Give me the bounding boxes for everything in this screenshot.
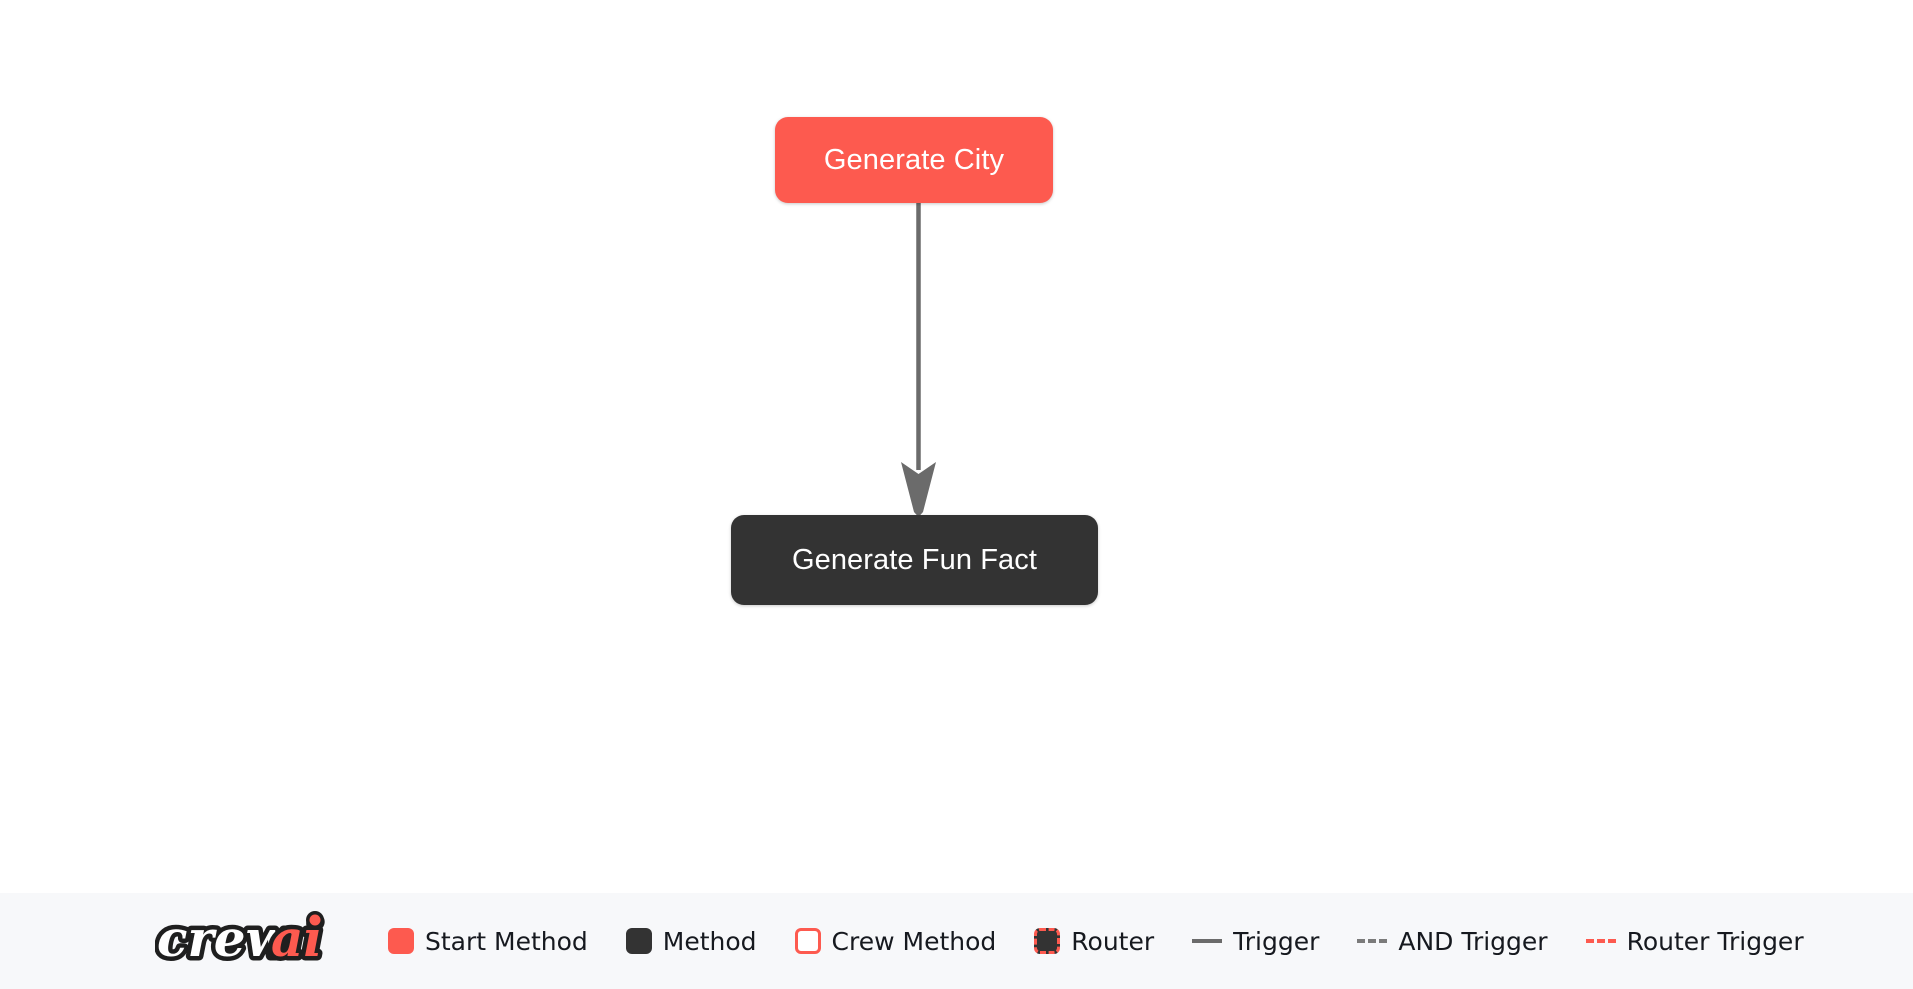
trigger-line-icon bbox=[1192, 939, 1223, 943]
flow-node-generate-city[interactable]: Generate City bbox=[775, 117, 1053, 203]
legend-item-router[interactable]: Router bbox=[1034, 928, 1154, 954]
method-swatch-icon bbox=[625, 928, 652, 954]
logo-dot bbox=[309, 914, 321, 926]
crewai-logo: crew crew ai ai bbox=[155, 910, 350, 972]
legend-bar: crew crew ai ai Start Method Method bbox=[0, 893, 1913, 989]
crewai-wordmark-icon: crew crew ai ai bbox=[155, 910, 327, 972]
legend-item-and-trigger[interactable]: AND Trigger bbox=[1357, 926, 1548, 956]
start-method-swatch-icon bbox=[388, 928, 414, 954]
flow-node-generate-fun-fact[interactable]: Generate Fun Fact bbox=[731, 515, 1098, 605]
flow-canvas[interactable]: Generate City Generate Fun Fact bbox=[0, 0, 1913, 893]
flow-node-label: Generate Fun Fact bbox=[791, 543, 1038, 576]
legend-item-method[interactable]: Method bbox=[625, 926, 757, 956]
legend-item-start-method[interactable]: Start Method bbox=[388, 928, 588, 954]
edge-city-to-fun-fact bbox=[901, 203, 936, 517]
legend-item-trigger[interactable]: Trigger bbox=[1192, 929, 1319, 954]
legend-item-label: Router Trigger bbox=[1626, 926, 1804, 956]
flow-node-label: Generate City bbox=[823, 143, 1005, 176]
edge-arrowhead-icon bbox=[901, 462, 936, 517]
legend-item-label: AND Trigger bbox=[1398, 926, 1548, 956]
legend-item-label: Method bbox=[662, 926, 757, 956]
svg-text:crew: crew bbox=[157, 910, 291, 968]
legend-item-label: Trigger bbox=[1233, 926, 1320, 956]
legend-items: Start Method Method Crew Method Router T… bbox=[388, 928, 1804, 954]
legend-item-crew-method[interactable]: Crew Method bbox=[794, 926, 997, 956]
router-trigger-line-icon bbox=[1585, 939, 1616, 943]
crew-method-swatch-icon bbox=[794, 928, 821, 954]
svg-text:crew: crew bbox=[157, 910, 291, 968]
legend-item-router-trigger[interactable]: Router Trigger bbox=[1585, 926, 1804, 956]
legend-item-label: Router bbox=[1071, 926, 1155, 956]
legend-item-label: Crew Method bbox=[831, 926, 997, 956]
legend-item-label: Start Method bbox=[425, 926, 588, 956]
and-trigger-line-icon bbox=[1357, 939, 1388, 943]
router-swatch-icon bbox=[1034, 928, 1061, 954]
